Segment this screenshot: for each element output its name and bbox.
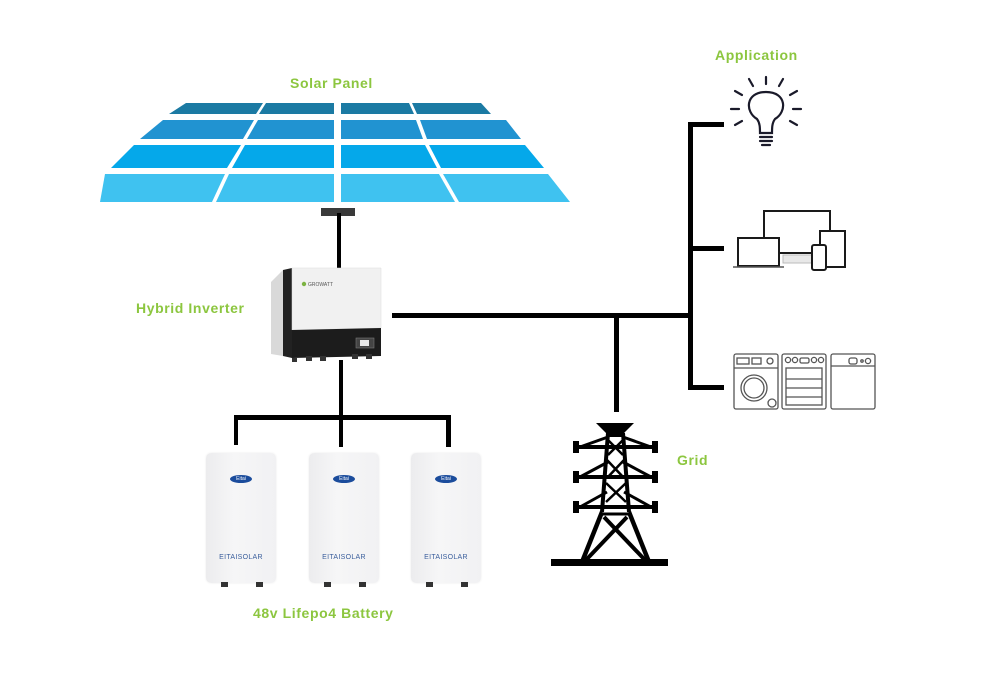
solar-cell	[412, 103, 491, 114]
battery-terminal	[426, 582, 433, 587]
solar-cell	[100, 174, 225, 202]
washing-machine-icon	[733, 353, 779, 410]
battery-label: 48v Lifepo4 Battery	[253, 605, 394, 621]
solar-cell	[232, 145, 334, 168]
inverter-brand-text: GROWATT	[308, 282, 333, 288]
solar-cell	[169, 103, 263, 114]
wire-application-trunk	[688, 122, 693, 390]
battery-brand: EITAISOLAR	[219, 554, 263, 561]
light-bulb-icon	[729, 75, 803, 147]
solar-cell	[341, 120, 423, 139]
solar-cell	[259, 103, 334, 114]
battery-brand: EITAISOLAR	[424, 554, 468, 561]
battery-logo: Eitai	[435, 475, 457, 483]
solar-cell	[429, 145, 544, 168]
solar-cell	[216, 174, 334, 202]
solar-cell	[420, 120, 521, 139]
hybrid-inverter-label: Hybrid Inverter	[136, 300, 245, 316]
home-appliances-icon	[733, 353, 876, 410]
battery-unit: Eitai EITAISOLAR	[309, 453, 379, 587]
solar-cell	[341, 174, 455, 202]
application-label: Application	[715, 47, 798, 63]
battery-terminal	[221, 582, 228, 587]
grid-label: Grid	[677, 452, 709, 468]
battery-terminal	[461, 582, 468, 587]
battery-logo: Eitai	[230, 475, 252, 483]
solar-panel-label: Solar Panel	[290, 75, 373, 91]
battery-terminal	[359, 582, 366, 587]
wire-app-bulb	[688, 122, 724, 127]
solar-cell	[247, 120, 334, 139]
solar-cell	[140, 120, 254, 139]
dishwasher-icon	[830, 353, 876, 410]
wire-panel-inverter	[337, 213, 341, 270]
battery-brand: EITAISOLAR	[322, 554, 366, 561]
wire-battery-3	[446, 415, 451, 447]
battery-terminal	[324, 582, 331, 587]
wire-grid	[614, 313, 619, 412]
battery-logo: Eitai	[333, 475, 355, 483]
solar-cell	[443, 174, 570, 202]
solar-cell	[111, 145, 241, 168]
solar-cell	[341, 145, 437, 168]
battery-terminal	[256, 582, 263, 587]
battery-unit: Eitai EITAISOLAR	[411, 453, 481, 587]
transmission-tower-icon	[551, 423, 668, 566]
solar-panel-array	[100, 103, 570, 202]
panel-mount	[321, 208, 355, 216]
hybrid-inverter-image: GROWATT	[271, 267, 382, 362]
battery-unit: Eitai EITAISOLAR	[206, 453, 276, 587]
wire-app-devices	[688, 246, 724, 251]
solar-cell	[341, 103, 414, 114]
wire-battery-2	[339, 415, 343, 447]
wire-inverter-battery	[339, 360, 343, 445]
wire-battery-1	[234, 415, 238, 445]
oven-icon	[781, 353, 827, 410]
devices-icon	[733, 210, 846, 271]
wire-app-appliances	[688, 385, 724, 390]
wire-inverter-bus	[392, 313, 692, 318]
